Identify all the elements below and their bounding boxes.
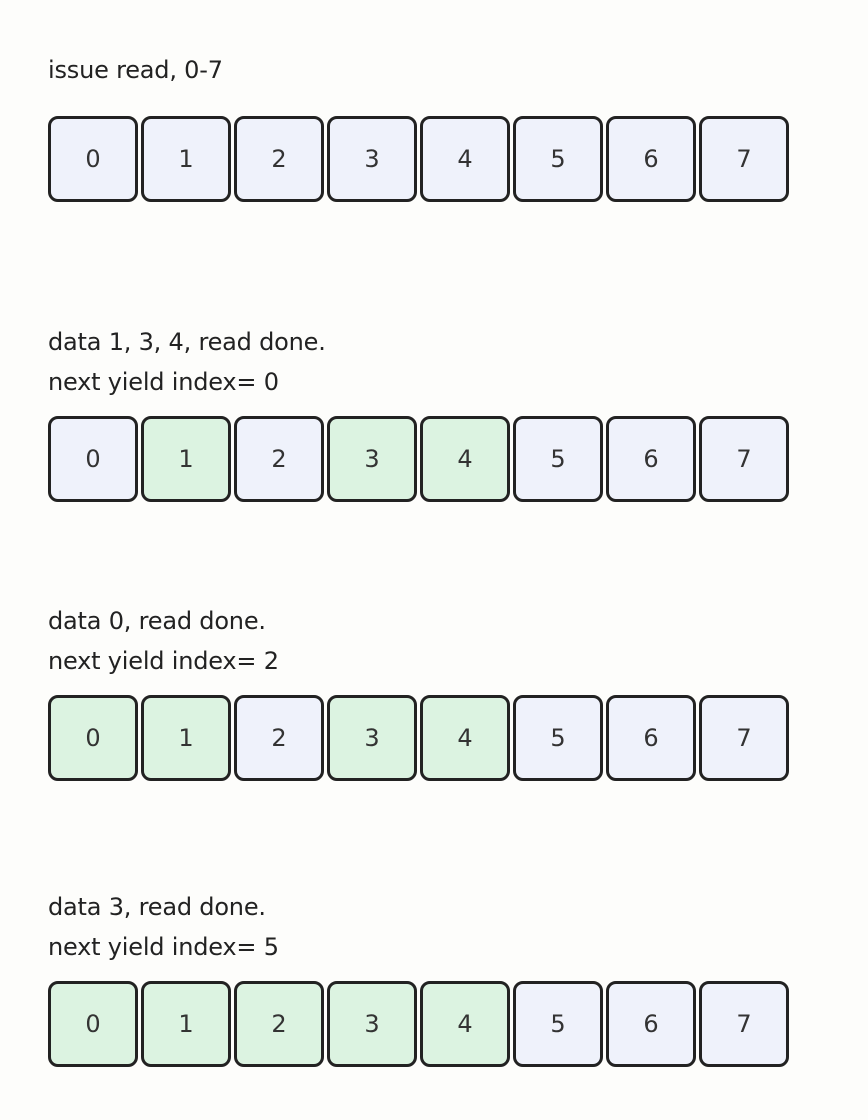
buffer-cell-pending: 0 (48, 416, 138, 502)
caption-line: issue read, 0-7 (48, 56, 223, 84)
caption-line: data 1, 3, 4, read done. (48, 328, 326, 356)
buffer-cell-pending: 5 (513, 416, 603, 502)
buffer-cell-pending: 6 (606, 416, 696, 502)
buffer-cell-pending: 6 (606, 116, 696, 202)
caption-line: next yield index= 2 (48, 647, 279, 675)
caption-line: data 0, read done. (48, 607, 266, 635)
buffer-cell-pending: 6 (606, 695, 696, 781)
buffer-cell-pending: 6 (606, 981, 696, 1067)
stage-caption: data 0, read done. next yield index= 2 (48, 601, 279, 681)
buffer-cell-done: 4 (420, 695, 510, 781)
buffer-cell-pending: 4 (420, 116, 510, 202)
stage-caption: data 3, read done. next yield index= 5 (48, 887, 279, 967)
caption-line: data 3, read done. (48, 893, 266, 921)
caption-line: next yield index= 0 (48, 368, 279, 396)
buffer-cell-pending: 2 (234, 416, 324, 502)
buffer-cell-done: 4 (420, 416, 510, 502)
buffer-cell-pending: 2 (234, 695, 324, 781)
stage-caption: issue read, 0-7 (48, 50, 223, 90)
buffer-cell-done: 1 (141, 981, 231, 1067)
buffer-cell-pending: 5 (513, 981, 603, 1067)
buffer-cell-pending: 0 (48, 116, 138, 202)
buffer-cell-done: 3 (327, 416, 417, 502)
stage-caption: data 1, 3, 4, read done. next yield index… (48, 322, 326, 402)
buffer-cell-pending: 7 (699, 116, 789, 202)
buffer-cell-pending: 5 (513, 695, 603, 781)
buffer-cell-pending: 2 (234, 116, 324, 202)
buffer-cell-done: 1 (141, 695, 231, 781)
buffer-cell-done: 3 (327, 695, 417, 781)
buffer-cell-done: 2 (234, 981, 324, 1067)
buffer-cell-done: 0 (48, 695, 138, 781)
buffer-cell-pending: 3 (327, 116, 417, 202)
buffer-cell-pending: 5 (513, 116, 603, 202)
buffer-cell-pending: 7 (699, 981, 789, 1067)
buffer-cell-pending: 7 (699, 416, 789, 502)
buffer-cell-done: 0 (48, 981, 138, 1067)
buffer-cell-done: 1 (141, 416, 231, 502)
caption-line: next yield index= 5 (48, 933, 279, 961)
buffer-cell-pending: 7 (699, 695, 789, 781)
buffer-cell-pending: 1 (141, 116, 231, 202)
buffer-cell-done: 3 (327, 981, 417, 1067)
buffer-cell-done: 4 (420, 981, 510, 1067)
